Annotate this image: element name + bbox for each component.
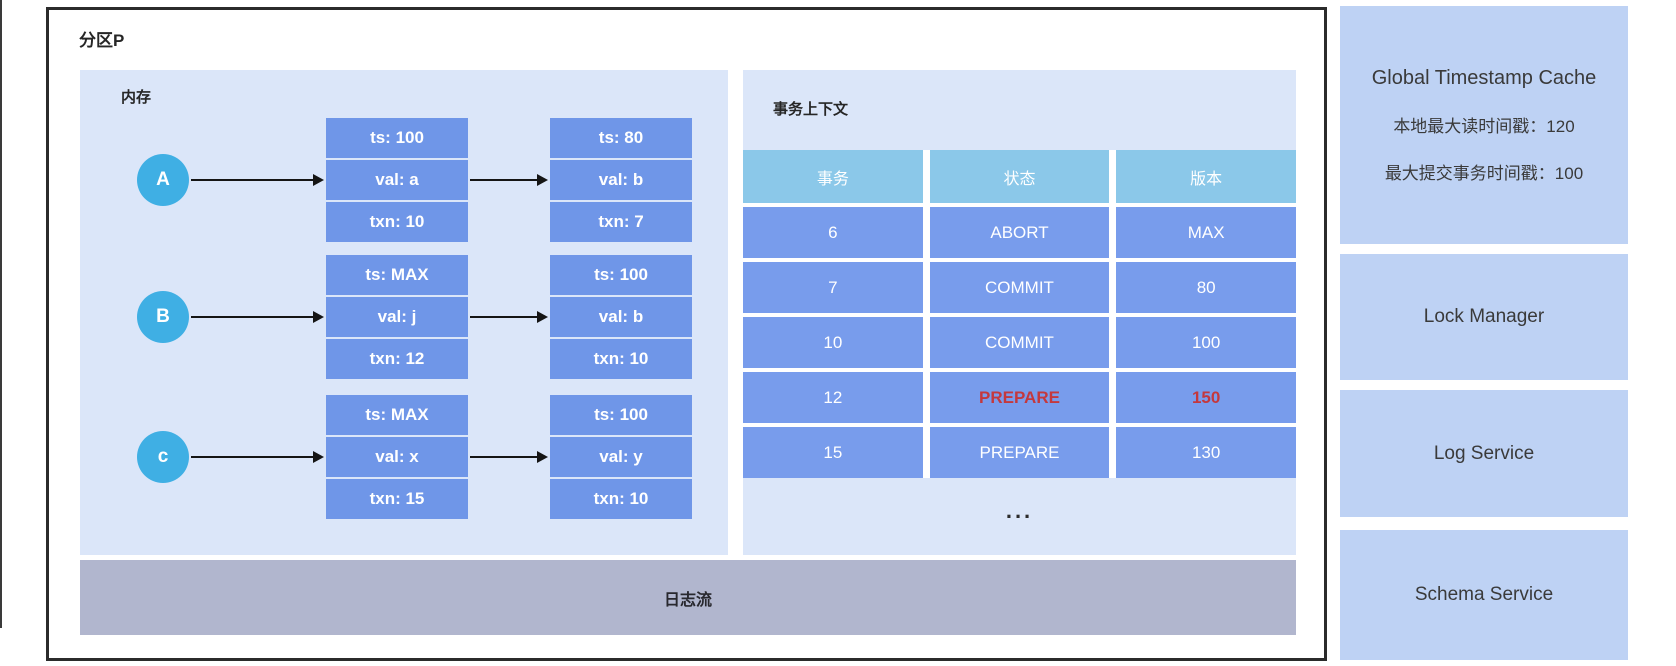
chain-arrow-icon: [470, 311, 548, 323]
left-edge-line: [0, 0, 2, 628]
table-cell-version: 150: [1116, 372, 1296, 423]
version-node: ts: 100 val: a txn: 10: [326, 118, 468, 244]
lock-manager-box: Lock Manager: [1340, 254, 1628, 380]
txn-cell: txn: 12: [326, 339, 468, 379]
table-cell-txn: 7: [743, 262, 923, 313]
txn-table-header-txn: 事务: [743, 150, 923, 203]
ts-cell: ts: 80: [550, 118, 692, 158]
chain-arrow-icon: [191, 174, 324, 186]
table-cell-status: COMMIT: [929, 317, 1110, 368]
record-circle-c: c: [137, 431, 189, 483]
ts-cell: ts: 100: [326, 118, 468, 158]
table-cell-txn: 10: [743, 317, 923, 368]
table-cell-version: 100: [1116, 317, 1296, 368]
val-cell: val: j: [326, 297, 468, 337]
global-timestamp-cache-box: Global Timestamp Cache 本地最大读时间戳：120 最大提交…: [1340, 6, 1628, 244]
partition-label: 分区P: [79, 31, 125, 50]
memory-panel: 内存 A ts: 100 val: a txn: 10 ts: 80 val: …: [80, 70, 728, 555]
record-circle-b: B: [137, 291, 189, 343]
log-stream-bar: 日志流: [80, 560, 1296, 635]
chain-arrow-icon: [191, 311, 324, 323]
version-node: ts: MAX val: x txn: 15: [326, 395, 468, 521]
table-cell-status: COMMIT: [929, 262, 1110, 313]
txn-table-header-version: 版本: [1116, 150, 1296, 203]
schema-service-box: Schema Service: [1340, 530, 1628, 660]
table-cell-txn: 15: [743, 427, 923, 478]
partition-box: 分区P 内存 A ts: 100 val: a txn: 10 ts: 80 v…: [46, 7, 1327, 661]
val-cell: val: b: [550, 297, 692, 337]
log-service-label: Log Service: [1433, 442, 1535, 464]
more-rows-ellipsis: ...: [1005, 498, 1034, 523]
version-node: ts: MAX val: j txn: 12: [326, 255, 468, 381]
txn-cell: txn: 7: [550, 202, 692, 242]
version-node: ts: 100 val: y txn: 10: [550, 395, 692, 521]
schema-service-label: Schema Service: [1414, 584, 1554, 605]
ts-cell: ts: 100: [550, 395, 692, 435]
lock-manager-label: Lock Manager: [1423, 306, 1545, 327]
record-circle-a: A: [137, 154, 189, 206]
max-commit-txn-ts: 最大提交事务时间戳：100: [1384, 163, 1584, 183]
memory-label: 内存: [121, 89, 152, 106]
table-cell-version: 130: [1116, 427, 1296, 478]
chain-arrow-icon: [470, 451, 548, 463]
table-cell-txn: 6: [743, 207, 923, 258]
chain-arrow-icon: [191, 451, 324, 463]
txn-cell: txn: 15: [326, 479, 468, 519]
chain-arrow-icon: [470, 174, 548, 186]
txn-context-panel: 事务上下文 事务 状态 版本 6 ABORT MAX 7 COMMIT 80 1…: [743, 70, 1296, 555]
log-service-box: Log Service: [1340, 390, 1628, 517]
ts-cell: ts: MAX: [326, 395, 468, 435]
txn-table: 事务 状态 版本 6 ABORT MAX 7 COMMIT 80 10 COMM…: [743, 150, 1296, 478]
txn-cell: txn: 10: [550, 339, 692, 379]
txn-table-header-status: 状态: [929, 150, 1110, 203]
log-stream-label: 日志流: [663, 591, 712, 609]
table-cell-txn: 12: [743, 372, 923, 423]
table-cell-version: 80: [1116, 262, 1296, 313]
ts-cell: ts: 100: [550, 255, 692, 295]
table-cell-status: PREPARE: [929, 427, 1110, 478]
val-cell: val: a: [326, 160, 468, 200]
table-cell-version: MAX: [1116, 207, 1296, 258]
val-cell: val: b: [550, 160, 692, 200]
version-node: ts: 100 val: b txn: 10: [550, 255, 692, 381]
table-cell-status: ABORT: [929, 207, 1110, 258]
val-cell: val: x: [326, 437, 468, 477]
version-node: ts: 80 val: b txn: 7: [550, 118, 692, 244]
txn-context-label: 事务上下文: [773, 101, 849, 118]
local-max-read-ts: 本地最大读时间戳：120: [1393, 116, 1575, 136]
global-timestamp-cache-title: Global Timestamp Cache: [1371, 66, 1597, 89]
ts-cell: ts: MAX: [326, 255, 468, 295]
txn-cell: txn: 10: [326, 202, 468, 242]
table-cell-status: PREPARE: [929, 372, 1110, 423]
txn-cell: txn: 10: [550, 479, 692, 519]
val-cell: val: y: [550, 437, 692, 477]
